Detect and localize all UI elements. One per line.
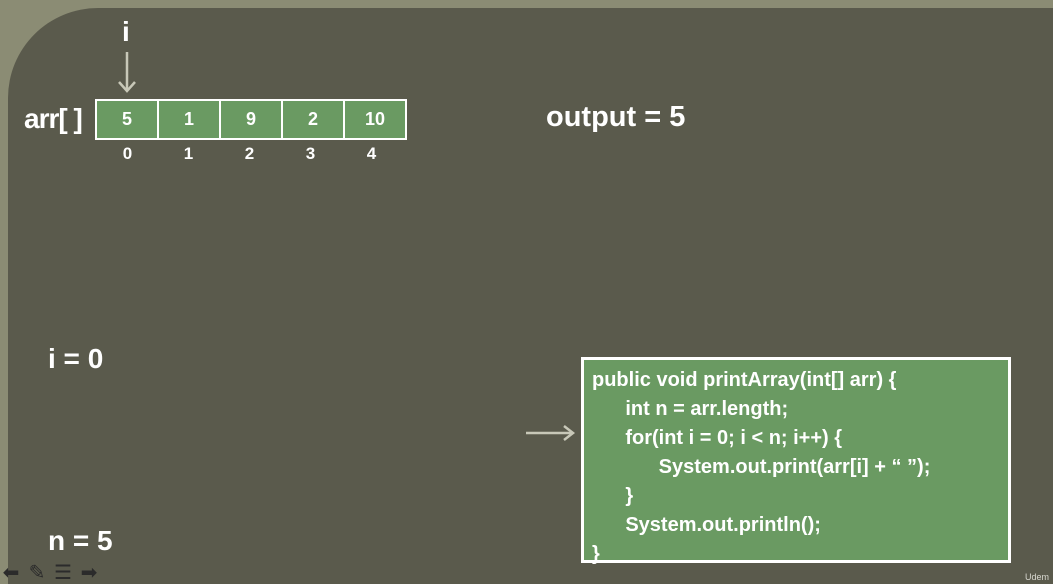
code-block: public void printArray(int[] arr) { int … <box>581 357 1011 565</box>
current-line-arrow-icon <box>526 425 576 441</box>
array-cell: 10 <box>345 101 405 138</box>
array-index: 2 <box>244 144 255 163</box>
variable-n: n = 5 <box>48 525 113 556</box>
array-cells: 5 1 9 2 10 <box>95 99 407 140</box>
array-label: arr[ ] <box>24 103 83 134</box>
code-line: } <box>592 543 600 565</box>
code-line: System.out.print(arr[i] + “ ”); <box>592 456 931 478</box>
array-index: 3 <box>305 144 316 163</box>
array-cell: 5 <box>97 101 159 138</box>
array-cell: 1 <box>159 101 221 138</box>
array-index: 4 <box>366 144 377 163</box>
index-pointer-label: i <box>122 16 130 47</box>
code-line: for(int i = 0; i < n; i++) { <box>592 427 843 449</box>
pen-icon[interactable]: ✎ <box>28 562 46 584</box>
forward-arrow-icon[interactable]: ➡ <box>80 562 98 584</box>
code-line: int n = arr.length; <box>592 398 789 420</box>
array-cell: 2 <box>283 101 345 138</box>
output-text: output = 5 <box>546 101 686 133</box>
variable-i: i = 0 <box>48 343 104 374</box>
array-indices: 0 1 2 3 4 <box>97 144 402 164</box>
notes-icon[interactable]: ☰ <box>54 562 72 584</box>
code-line: public void printArray(int[] arr) { <box>592 369 897 391</box>
code-line: System.out.println(); <box>592 514 821 536</box>
array-index: 0 <box>122 144 133 163</box>
watermark: Udem <box>1024 572 1049 582</box>
array-index: 1 <box>183 144 194 163</box>
presentation-toolbar: ⬅ ✎ ☰ ➡ <box>0 562 100 584</box>
back-arrow-icon[interactable]: ⬅ <box>2 562 20 584</box>
down-arrow-icon <box>118 52 136 93</box>
code-line: } <box>592 485 634 507</box>
array-cell: 9 <box>221 101 283 138</box>
